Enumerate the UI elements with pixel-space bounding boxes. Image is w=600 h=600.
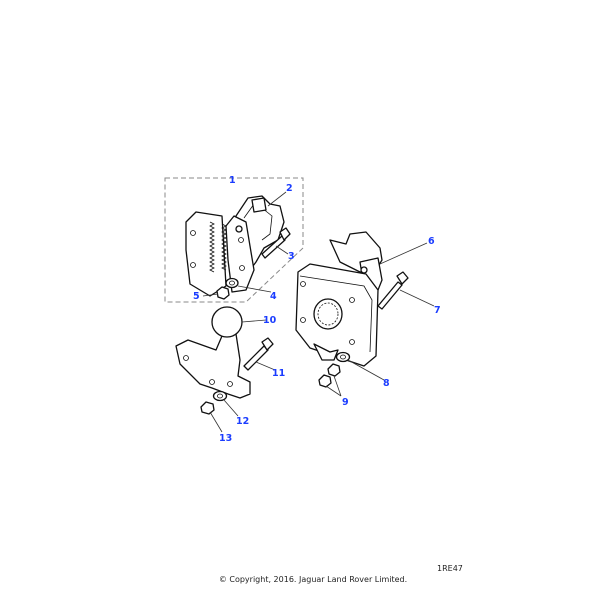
callout-3: 3 xyxy=(288,251,295,262)
callout-6: 6 xyxy=(428,236,435,247)
copyright-notice: © Copyright, 2016. Jaguar Land Rover Lim… xyxy=(218,575,408,584)
leader-lines xyxy=(202,191,435,433)
callout-7: 7 xyxy=(434,305,441,316)
callout-4: 4 xyxy=(270,291,277,302)
nut-part-9a xyxy=(327,363,341,377)
kit-boundary xyxy=(164,177,304,303)
callout-9: 9 xyxy=(342,397,349,408)
callout-12: 12 xyxy=(236,416,249,427)
callout-8: 8 xyxy=(383,378,390,389)
callout-10: 10 xyxy=(263,315,277,326)
washer-part-4 xyxy=(225,277,239,289)
nut-part-5 xyxy=(216,286,230,300)
bolt-part-3 xyxy=(261,227,291,259)
nut-part-13 xyxy=(200,401,215,415)
callout-5: 5 xyxy=(193,291,200,302)
nut-part-9b xyxy=(318,374,332,388)
washer-part-12 xyxy=(212,390,228,402)
coupling-part-6 xyxy=(295,231,383,367)
callout-1: 1 xyxy=(229,175,236,186)
callout-11: 11 xyxy=(272,368,285,379)
washer-part-8 xyxy=(335,351,351,363)
bolt-part-11 xyxy=(243,337,274,371)
tow-ball-part-10 xyxy=(175,306,251,399)
callout-2: 2 xyxy=(286,183,293,194)
bolt-part-7 xyxy=(377,271,409,310)
spring-plate-part-1 xyxy=(185,211,255,297)
callout-13: 13 xyxy=(219,433,232,444)
diagram-reference: 1RE47 xyxy=(437,564,463,573)
